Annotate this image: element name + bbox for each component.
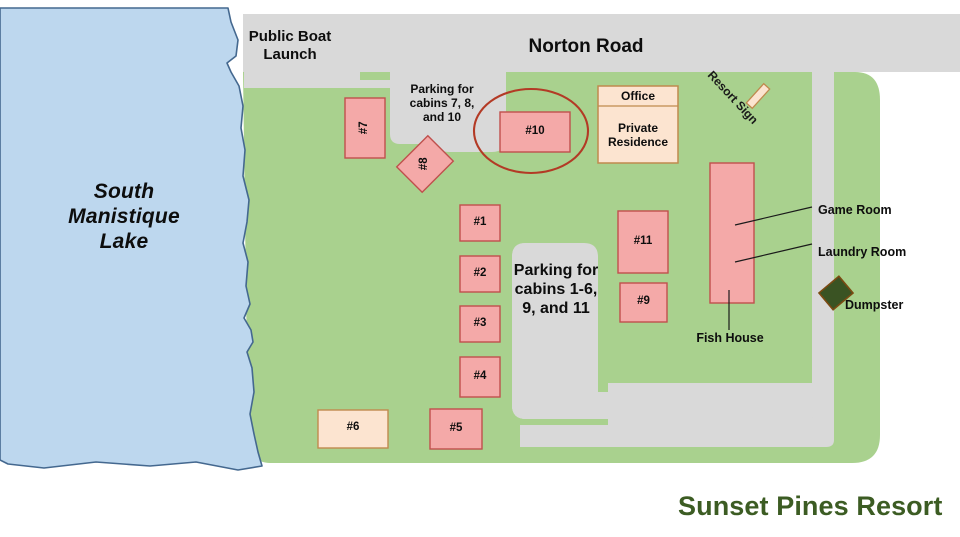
cabin-10-hit[interactable]	[500, 112, 570, 152]
cabin-3-hit[interactable]	[460, 306, 500, 342]
cabin-5-shape[interactable]	[429, 408, 483, 450]
resort-sign-hit[interactable]	[748, 80, 772, 112]
cabin-2-shape[interactable]	[459, 255, 501, 293]
fish-house-building[interactable]	[709, 162, 755, 304]
cabin-6-shape[interactable]	[317, 409, 389, 449]
cabin-4-shape[interactable]	[459, 356, 501, 398]
cabin-6-hit[interactable]	[318, 410, 388, 448]
office-residence-hit[interactable]	[598, 86, 678, 163]
fish-house-hit[interactable]	[710, 163, 754, 303]
office-residence-building[interactable]	[597, 85, 679, 164]
cabin-9-shape[interactable]	[619, 282, 668, 323]
parking-pad-bottom-arm	[512, 392, 818, 419]
cabin-8-hit[interactable]	[398, 137, 452, 191]
parking-pad-center-block	[512, 243, 598, 419]
boat-launch-rounded-corner	[244, 14, 360, 84]
cabin-1-hit[interactable]	[460, 205, 500, 241]
laundry-room-leader-line	[734, 243, 813, 263]
cabin-7-hit[interactable]	[345, 98, 385, 158]
parking-pad-cabins-7-8-10[interactable]	[390, 72, 506, 152]
cabin-7-shape[interactable]	[344, 97, 386, 159]
dumpster-shape[interactable]	[817, 275, 855, 311]
cabin-3-shape[interactable]	[459, 305, 501, 343]
south-manistique-lake	[0, 7, 263, 471]
cabin-11-hit[interactable]	[618, 211, 668, 273]
cabin-1-shape[interactable]	[459, 204, 501, 242]
cabin-10-highlight-ellipse	[472, 87, 590, 175]
norton-road[interactable]	[243, 14, 960, 72]
resort-sign-shape[interactable]	[745, 82, 771, 110]
cabin-2-hit[interactable]	[460, 256, 500, 292]
dumpster-hit[interactable]	[820, 278, 854, 310]
cabin-10-shape[interactable]	[499, 111, 571, 153]
cabin-8-shape[interactable]	[395, 134, 455, 194]
cabin-4-hit[interactable]	[460, 357, 500, 397]
cabin-5-hit[interactable]	[430, 409, 482, 449]
game-room-leader-line	[734, 206, 813, 226]
cabin-11-shape[interactable]	[617, 210, 669, 274]
cabin-9-hit[interactable]	[620, 283, 667, 322]
